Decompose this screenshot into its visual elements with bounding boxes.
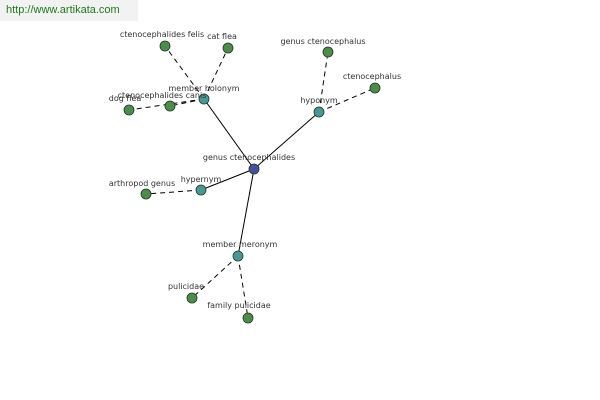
- word-node-ctenocephalus[interactable]: [369, 82, 381, 94]
- word-label-family-pulicidae[interactable]: family pulicidae: [207, 301, 270, 310]
- word-label-genus-ctenocephalus[interactable]: genus ctenocephalus: [280, 37, 365, 46]
- word-node-pulicidae[interactable]: [186, 292, 198, 304]
- edge-genus-ctenocephalides-member-meronym: [237, 168, 255, 257]
- edge-hypernym-arthropod-genus: [145, 189, 202, 195]
- graph-edges: [128, 45, 376, 319]
- graph-nodes: [123, 40, 381, 324]
- relation-label-hypernym[interactable]: hypernym: [181, 175, 222, 184]
- word-label-cat-flea[interactable]: cat flea: [207, 32, 237, 41]
- word-node-arthropod-genus[interactable]: [140, 188, 152, 200]
- edge-hyponym-ctenocephalus: [318, 87, 376, 113]
- word-node-cat-flea[interactable]: [222, 42, 234, 54]
- relation-label-hyponym[interactable]: hyponym: [300, 96, 338, 105]
- word-label-ctenocephalides-felis[interactable]: ctenocephalides felis: [120, 30, 204, 39]
- relation-label-member-meronym[interactable]: member meronym: [203, 240, 278, 249]
- relation-node-hyponym[interactable]: [313, 106, 325, 118]
- word-label-dog-flea[interactable]: dog flea: [109, 94, 142, 103]
- edge-member-holonym-ctenocephalides-felis: [164, 45, 205, 100]
- word-label-ctenocephalides-canis[interactable]: ctenocephalides canis: [118, 91, 207, 100]
- edge-member-meronym-family-pulicidae: [237, 255, 249, 319]
- word-node-ctenocephalides-felis[interactable]: [159, 40, 171, 52]
- relation-label-member-holonym[interactable]: member holonym: [168, 84, 239, 93]
- word-label-pulicidae[interactable]: pulicidae: [168, 282, 204, 291]
- edge-member-holonym-ctenocephalides-canis: [169, 98, 205, 107]
- edge-member-meronym-pulicidae: [191, 255, 239, 299]
- word-node-ctenocephalides-canis[interactable]: [164, 100, 176, 112]
- center-node-genus-ctenocephalides[interactable]: [248, 163, 260, 175]
- word-node-family-pulicidae[interactable]: [242, 312, 254, 324]
- edge-genus-ctenocephalides-hyponym: [253, 111, 320, 170]
- center-node-label[interactable]: genus ctenocephalides: [203, 153, 295, 162]
- word-label-ctenocephalus[interactable]: ctenocephalus: [343, 72, 401, 81]
- edge-member-holonym-cat-flea: [203, 47, 229, 100]
- word-node-genus-ctenocephalus[interactable]: [322, 46, 334, 58]
- word-node-dog-flea[interactable]: [123, 104, 135, 116]
- relation-node-hypernym[interactable]: [195, 184, 207, 196]
- site-url-banner[interactable]: http://www.artikata.com: [0, 0, 138, 21]
- relation-node-member-holonym[interactable]: [198, 93, 210, 105]
- word-label-arthropod-genus[interactable]: arthropod genus: [109, 179, 175, 188]
- edge-genus-ctenocephalides-member-holonym: [203, 98, 255, 170]
- relation-node-member-meronym[interactable]: [232, 250, 244, 262]
- edge-hyponym-genus-ctenocephalus: [318, 51, 329, 113]
- edge-genus-ctenocephalides-hypernym: [200, 168, 255, 191]
